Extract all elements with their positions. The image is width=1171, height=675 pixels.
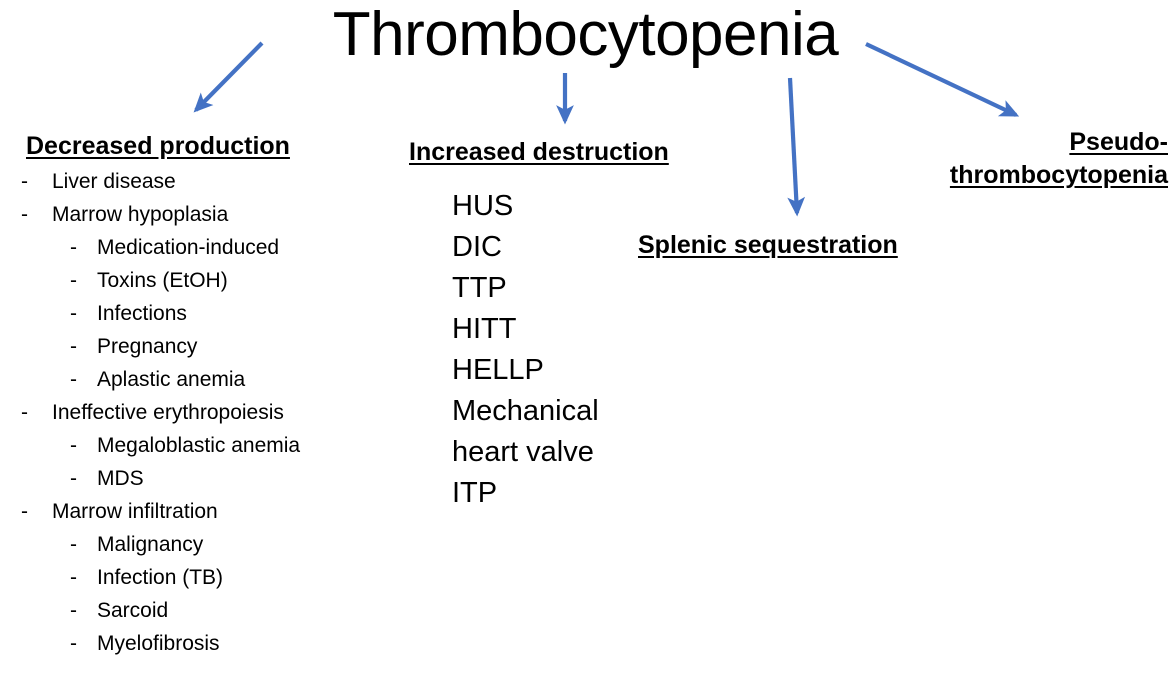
- list-item: - Ineffective erythropoiesis: [0, 402, 400, 435]
- list-item: HELLP: [452, 354, 544, 386]
- list-item-label: Medication-induced: [97, 236, 280, 259]
- list-item: -Megaloblastic anemia: [0, 435, 400, 468]
- list-item-bullet: -: [70, 269, 77, 292]
- list-item-bullet: -: [21, 500, 28, 523]
- list-item-label: Pregnancy: [97, 335, 198, 358]
- list-item-bullet: -: [21, 170, 28, 193]
- list-item-label: Toxins (EtOH): [97, 269, 228, 292]
- list-item: -Malignancy: [0, 534, 400, 567]
- list-item: -Aplastic anemia: [0, 369, 400, 402]
- list-item-bullet: -: [70, 467, 77, 490]
- list-item: -Infections: [0, 303, 400, 336]
- heading-pseudo-line-1: Pseudo-: [1069, 128, 1168, 156]
- list-item-label: Ineffective erythropoiesis: [52, 401, 284, 424]
- list-item-label: Myelofibrosis: [97, 632, 220, 655]
- heading-pseudo-line-2: thrombocytopenia: [949, 161, 1168, 189]
- list-item: - Marrow infiltration: [0, 501, 400, 534]
- list-item-label: Infection (TB): [97, 566, 224, 589]
- list-item: ITP: [452, 477, 498, 509]
- list-item: - Liver disease: [0, 171, 400, 204]
- list-item: Mechanical: [452, 395, 599, 427]
- list-decreased-production: -Liver disease-Marrow hypoplasia-Medicat…: [0, 171, 400, 666]
- list-item-bullet: -: [70, 236, 77, 259]
- list-item: - Marrow hypoplasia: [0, 204, 400, 237]
- list-item: -MDS: [0, 468, 400, 501]
- list-item-label: Megaloblastic anemia: [97, 434, 301, 457]
- list-item-label: Aplastic anemia: [97, 368, 246, 391]
- list-item-bullet: -: [70, 434, 77, 457]
- list-item-bullet: -: [21, 203, 28, 226]
- list-item-bullet: -: [70, 368, 77, 391]
- list-item-bullet: -: [70, 533, 77, 556]
- list-item-bullet: -: [70, 335, 77, 358]
- list-item: HITT: [452, 313, 517, 345]
- list-item-label: Liver disease: [52, 170, 176, 193]
- list-item-bullet: -: [70, 302, 77, 325]
- list-item-label: Marrow hypoplasia: [52, 203, 229, 226]
- list-item: TTP: [452, 272, 507, 304]
- list-item: DIC: [452, 231, 502, 263]
- heading-decreased-production: Decreased production: [26, 132, 290, 160]
- list-item: -Toxins (EtOH): [0, 270, 400, 303]
- list-item-bullet: -: [70, 599, 77, 622]
- arrow-to-splenic-sequestration: [787, 77, 806, 217]
- list-item: HUS: [452, 190, 514, 222]
- heading-increased-destruction: Increased destruction: [409, 138, 669, 166]
- list-item: -Infection (TB): [0, 567, 400, 600]
- heading-pseudo-thrombocytopenia: Pseudo- thrombocytopenia: [950, 126, 1168, 192]
- heading-splenic-sequestration: Splenic sequestration: [638, 231, 898, 259]
- list-item-bullet: -: [70, 566, 77, 589]
- list-item-bullet: -: [21, 401, 28, 424]
- list-item-label: MDS: [97, 467, 144, 490]
- list-item-label: Sarcoid: [97, 599, 169, 622]
- page-title: Thrombocytopenia: [332, 0, 839, 69]
- list-item: -Myelofibrosis: [0, 633, 400, 666]
- list-item-bullet: -: [70, 632, 77, 655]
- list-item: heart valve: [452, 436, 594, 468]
- list-item: -Medication-induced: [0, 237, 400, 270]
- list-item-label: Infections: [97, 302, 187, 325]
- list-item: -Sarcoid: [0, 600, 400, 633]
- list-item: -Pregnancy: [0, 336, 400, 369]
- list-item-label: Malignancy: [97, 533, 204, 556]
- list-item-label: Marrow infiltration: [52, 500, 218, 523]
